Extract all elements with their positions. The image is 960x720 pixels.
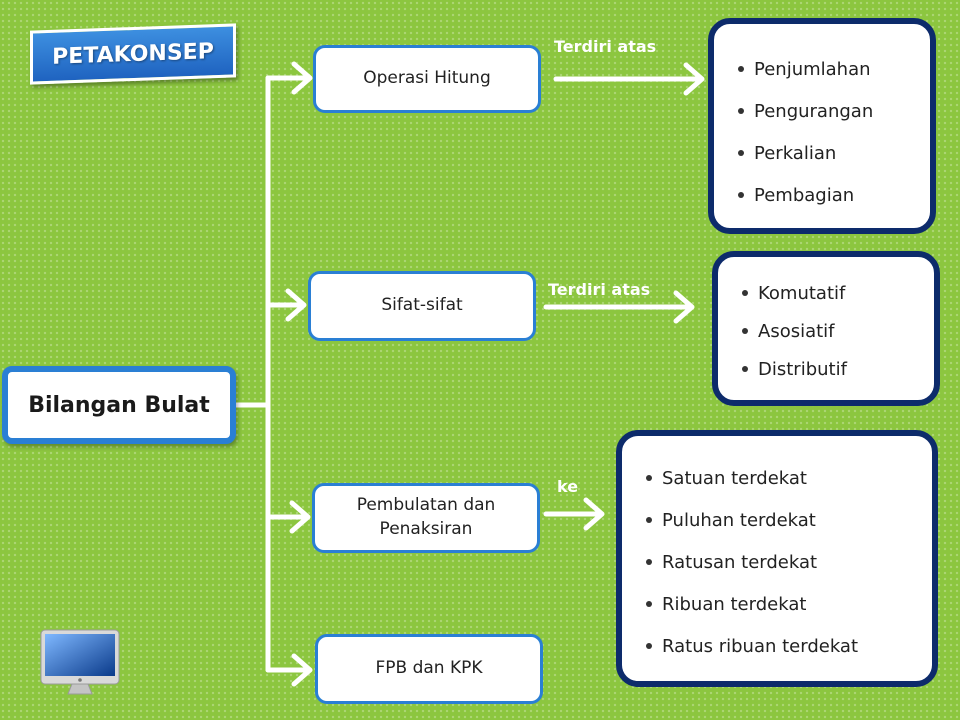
list-item: Penjumlahan [738, 61, 930, 79]
branch-arrowhead-3 [289, 500, 311, 534]
branch-sifat-sifat[interactable]: Sifat-sifat [308, 271, 536, 341]
page-title: PETAKONSEP [30, 23, 236, 85]
list-item: Ratus ribuan terdekat [646, 638, 932, 656]
branch-arrowhead-1 [291, 61, 313, 95]
branch-arrowhead-4 [291, 653, 313, 687]
branch-operasi-hitung[interactable]: Operasi Hitung [313, 45, 541, 113]
list-item: Pengurangan [738, 103, 930, 121]
branch-arrowhead-2 [285, 288, 307, 322]
bullet-icon [646, 517, 652, 523]
bullet-icon [738, 108, 744, 114]
detail-box-operations: Penjumlahan Pengurangan Perkalian Pembag… [708, 18, 936, 234]
bullet-icon [646, 559, 652, 565]
list-item: Ratusan terdekat [646, 554, 932, 572]
link-arrowhead-1 [683, 62, 705, 96]
list-item: Pembagian [738, 187, 930, 205]
link-arrowhead-3 [583, 497, 605, 531]
detail-box-properties: Komutatif Asosiatif Distributif [712, 251, 940, 406]
list-item: Puluhan terdekat [646, 512, 932, 530]
bullet-icon [742, 366, 748, 372]
computer-monitor-icon[interactable] [40, 628, 120, 698]
root-label: Bilangan Bulat [28, 392, 210, 418]
list-item: Distributif [742, 361, 934, 379]
bullet-icon [742, 328, 748, 334]
bullet-icon [738, 66, 744, 72]
list-item: Satuan terdekat [646, 470, 932, 488]
branch-label: Pembulatan dan Penaksiran [356, 495, 496, 539]
link-label-1: Terdiri atas [554, 37, 657, 56]
branch-label: FPB dan KPK [375, 658, 483, 679]
root-node[interactable]: Bilangan Bulat [2, 366, 236, 444]
link-label-2: Terdiri atas [548, 280, 651, 299]
bullet-icon [742, 290, 748, 296]
bullet-icon [646, 475, 652, 481]
bullet-icon [646, 601, 652, 607]
list-item: Komutatif [742, 285, 934, 303]
list-item: Asosiatif [742, 323, 934, 341]
link-label-3: ke [557, 477, 579, 496]
branch-label: Operasi Hitung [363, 68, 491, 89]
list-item: Perkalian [738, 145, 930, 163]
list-item: Ribuan terdekat [646, 596, 932, 614]
bullet-icon [646, 643, 652, 649]
bullet-icon [738, 192, 744, 198]
branch-label: Sifat-sifat [381, 295, 463, 316]
detail-box-rounding: Satuan terdekat Puluhan terdekat Ratusan… [616, 430, 938, 687]
link-arrowhead-2 [673, 290, 695, 324]
branch-pembulatan[interactable]: Pembulatan dan Penaksiran [312, 483, 540, 553]
branch-fpb-kpk[interactable]: FPB dan KPK [315, 634, 543, 704]
bullet-icon [738, 150, 744, 156]
